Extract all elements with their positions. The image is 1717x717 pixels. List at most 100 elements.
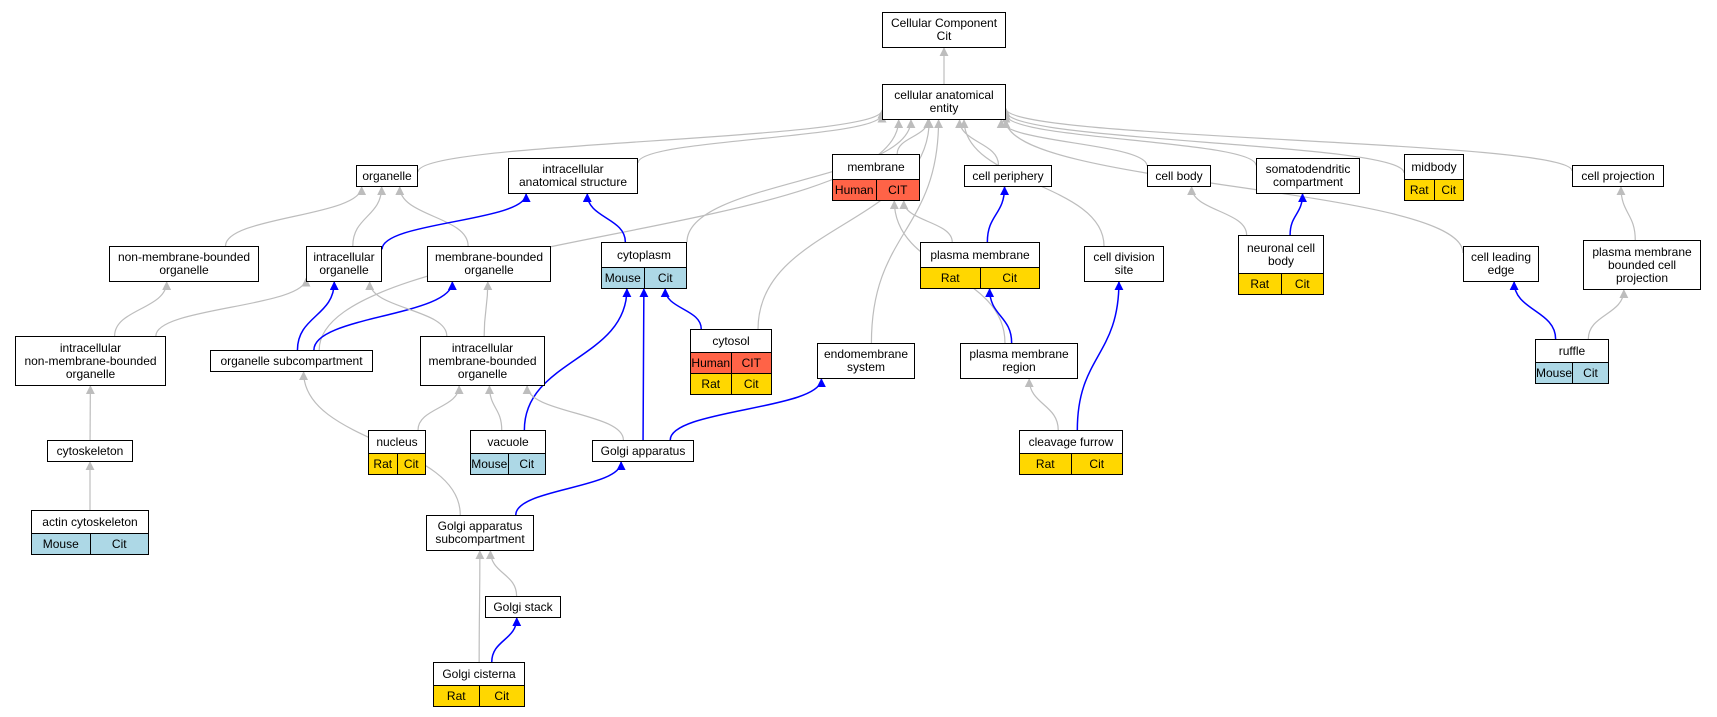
node-title-line: plasma membrane: [930, 247, 1030, 262]
edge-grey: [318, 119, 904, 351]
edge-grey: [352, 186, 387, 247]
node-golgi-apparatus[interactable]: Golgi apparatus: [592, 440, 694, 462]
node-title-line: membrane: [847, 159, 905, 174]
species-tag-rat: Rat: [369, 454, 397, 474]
edge-blue: [582, 193, 627, 243]
edge-grey: [1587, 289, 1629, 340]
edge-blue: [986, 186, 1010, 243]
node-title-line: Cellular Component: [890, 16, 998, 30]
node-title-line: actin cytoskeleton: [42, 514, 138, 529]
node-title-line: cell leading: [1470, 250, 1532, 264]
species-tag-rat: Cit: [1280, 274, 1323, 294]
node-title-line: non-membrane-bounded: [117, 250, 251, 264]
edge-grey: [637, 113, 887, 164]
species-tag-rat: Cit: [1070, 454, 1122, 474]
edge-grey: [955, 119, 1000, 166]
node-title-line: Golgi apparatus: [600, 443, 686, 458]
node-cytoskeleton[interactable]: cytoskeleton: [47, 440, 133, 462]
node-title-line: Golgi stack: [493, 599, 553, 614]
node-title: Golgi apparatus: [593, 441, 693, 461]
edge-blue: [491, 617, 522, 663]
node-cell-periphery[interactable]: cell periphery: [964, 165, 1052, 187]
node-title-line: cytoskeleton: [56, 443, 124, 458]
node-title-line: cell division: [1093, 250, 1155, 264]
node-title-line: midbody: [1411, 159, 1457, 174]
edge-grey: [113, 281, 172, 337]
edge-grey: [485, 550, 518, 597]
node-title-line: vacuole: [487, 434, 529, 449]
species-tag-rat: Rat: [434, 686, 479, 706]
edge-grey: [686, 119, 916, 243]
node-title: organelle: [357, 166, 417, 186]
species-tag-mouse: Cit: [89, 534, 148, 554]
node-cell-projection[interactable]: cell projection: [1572, 165, 1664, 187]
node-title: nucleus: [369, 431, 425, 453]
node-title-line: projection: [1615, 270, 1669, 285]
node-title-line: cleavage furrow: [1028, 434, 1114, 449]
species-tag-rat: Cit: [979, 268, 1039, 288]
edge-grey: [1001, 107, 1573, 172]
node-title-line: cytosol: [712, 333, 750, 348]
node-title-line: body: [1267, 253, 1295, 268]
node-title-line: organelle: [65, 366, 116, 381]
node-title-line: neuronal cell: [1246, 240, 1316, 255]
edge-blue: [381, 193, 531, 250]
node-organelle[interactable]: organelle: [356, 165, 418, 187]
node-golgi-stack[interactable]: Golgi stack: [485, 596, 561, 618]
node-title-line: organelle: [319, 263, 369, 277]
species-tag-human: CIT: [730, 353, 771, 373]
edge-grey: [870, 119, 944, 344]
node-title-line: intracellular: [542, 162, 604, 176]
species-tag-mouse: Cit: [1572, 363, 1608, 383]
node-cell-body[interactable]: cell body: [1147, 165, 1211, 187]
node-organelle-subcompartment[interactable]: organelle subcompartment: [210, 350, 373, 372]
edge-grey: [365, 281, 448, 337]
node-title-line: system: [846, 360, 885, 374]
edge-blue: [1289, 193, 1308, 236]
edge-grey: [522, 385, 624, 441]
node-title: membrane: [833, 155, 919, 179]
